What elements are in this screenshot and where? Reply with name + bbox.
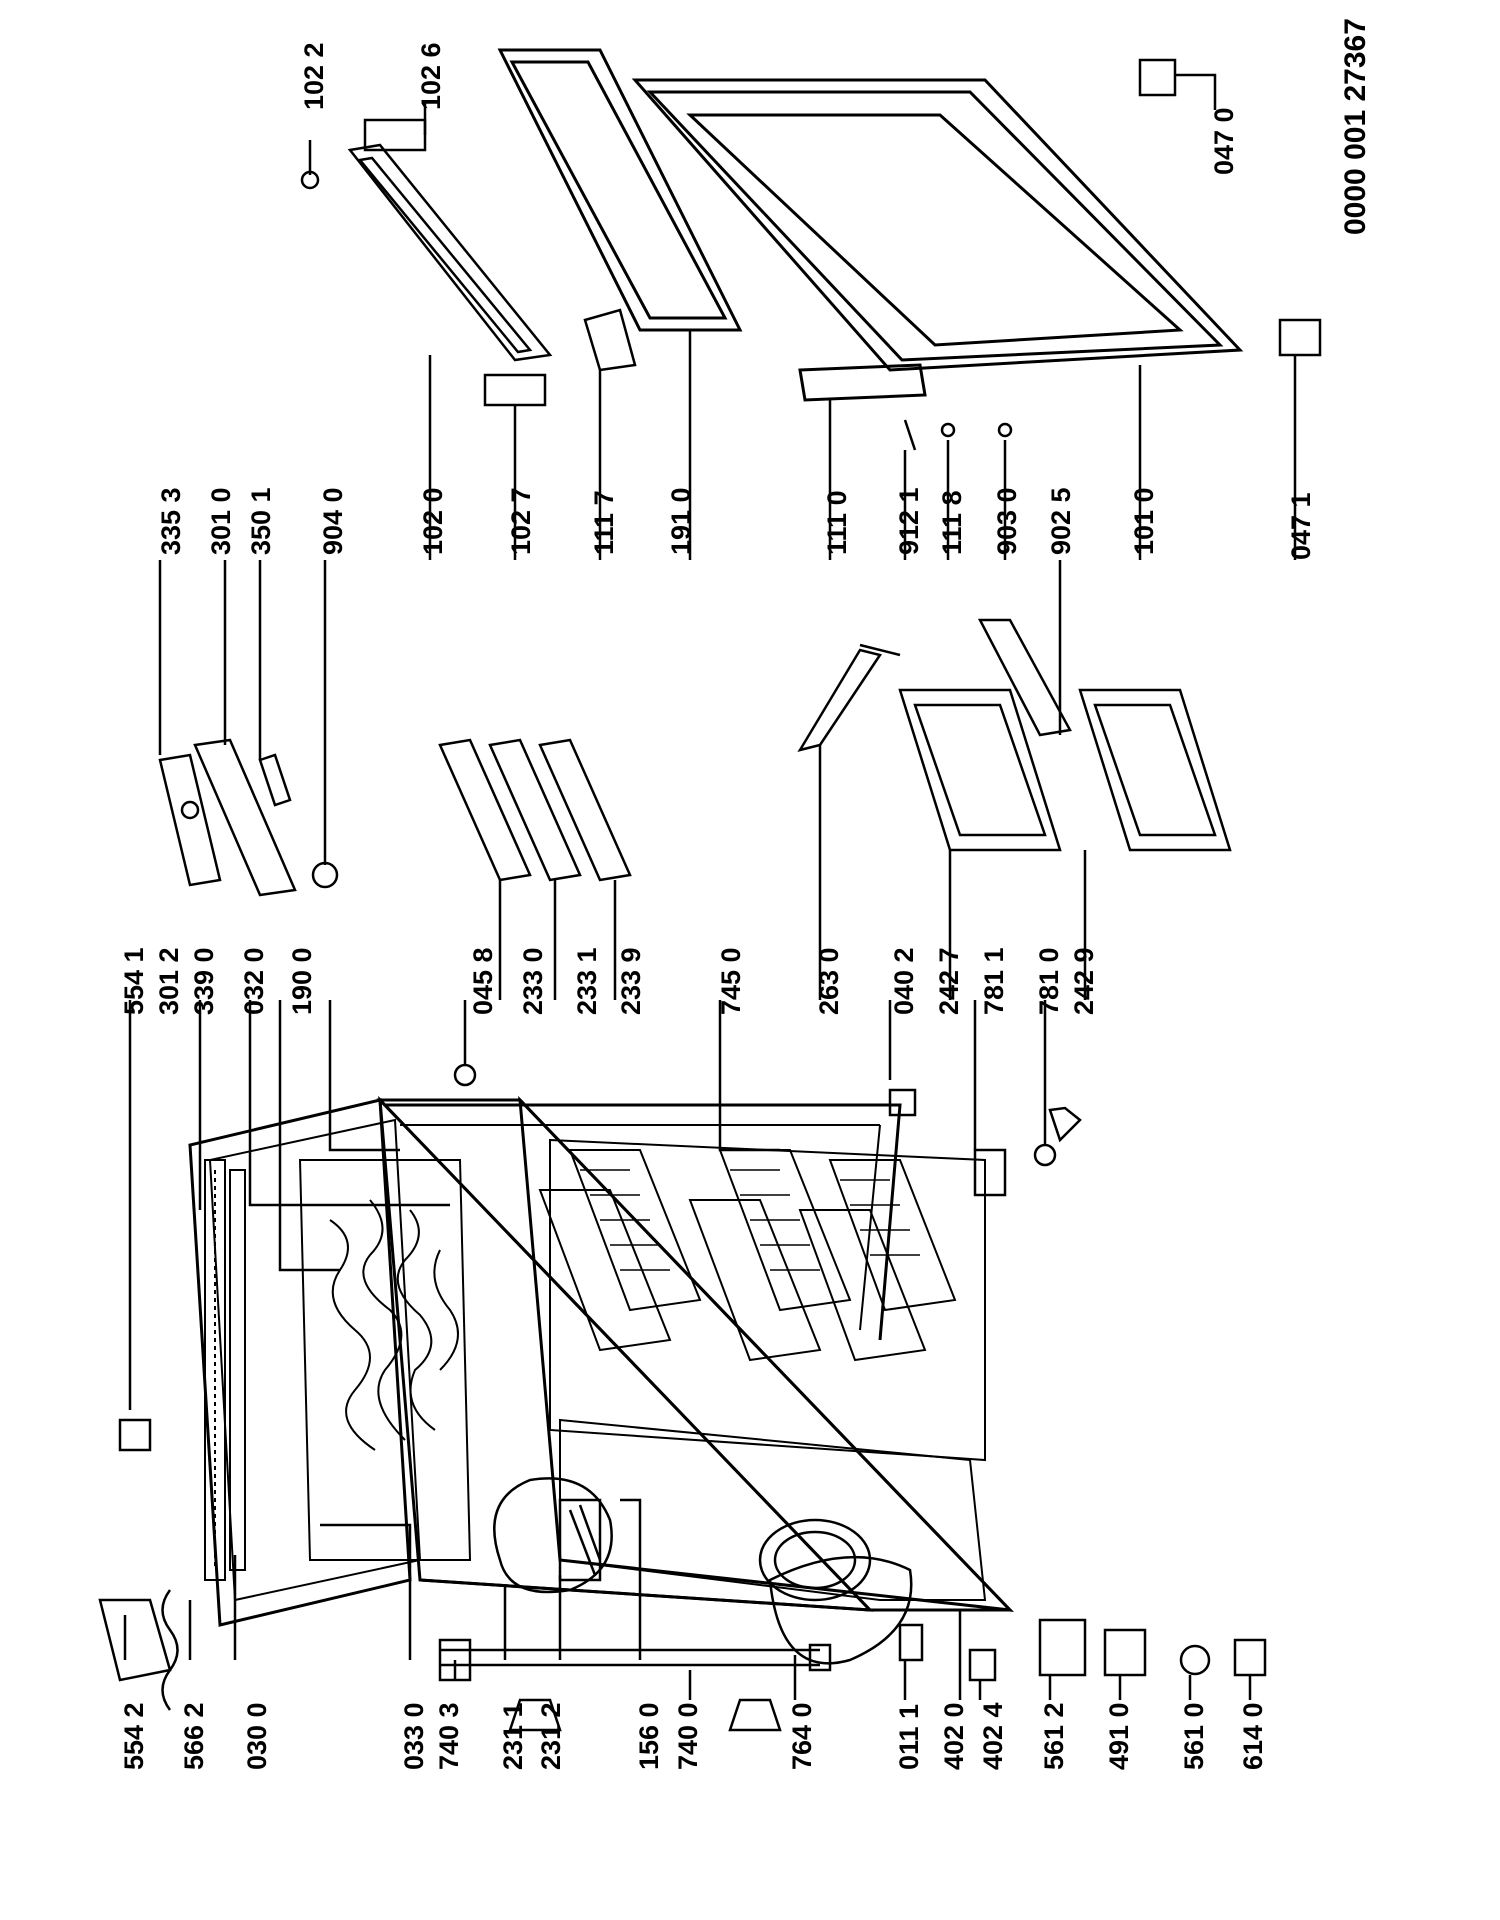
part-402-4 [968, 1648, 997, 1682]
label-402-0: 402 0 [939, 1702, 969, 1770]
label-101-0: 101 0 [1129, 487, 1159, 555]
label-233-0: 233 0 [518, 947, 548, 1015]
label-102-0: 102 0 [418, 487, 448, 555]
label-111-8: 111 8 [937, 490, 967, 555]
label-111-0: 111 0 [822, 490, 852, 555]
part-491-0 [1103, 1628, 1147, 1677]
label-242-9: 242 9 [1069, 947, 1099, 1015]
label-102-7: 102 7 [506, 487, 536, 555]
label-233-1: 233 1 [572, 947, 602, 1015]
label-231-1: 231 1 [498, 1702, 528, 1770]
label-566-2: 566 2 [179, 1702, 209, 1770]
label-335-3: 335 3 [156, 487, 186, 555]
label-231-2: 231 2 [536, 1702, 566, 1770]
part-614-0 [1233, 1638, 1267, 1677]
top-trim-parts [158, 738, 339, 897]
thermostat-housing [493, 1477, 613, 1594]
label-912-1: 912 1 [894, 487, 924, 555]
label-190-0: 190 0 [287, 947, 317, 1015]
part-561-0 [1179, 1644, 1211, 1676]
door-gasket [497, 48, 743, 332]
label-040-2: 040 2 [889, 947, 919, 1015]
label-402-4: 402 4 [978, 1702, 1008, 1770]
label-745-0: 745 0 [716, 947, 746, 1015]
label-233-9: 233 9 [616, 947, 646, 1015]
label-554-2: 554 2 [119, 1702, 149, 1770]
door-shelf-assembly [300, 118, 637, 407]
label-047-0: 047 0 [1209, 107, 1239, 175]
label-047-1: 047 1 [1286, 492, 1316, 560]
door-hardware [888, 58, 1322, 1197]
door-shelves [438, 738, 632, 1087]
crisper-drawers [859, 618, 1232, 852]
label-781-1: 781 1 [979, 947, 1009, 1015]
part-263-0 [797, 648, 883, 752]
label-242-7: 242 7 [934, 947, 964, 1015]
label-156-0: 156 0 [634, 1702, 664, 1770]
part-labels: 554 2 566 2 030 0 033 0 740 3 231 1 231 … [119, 42, 1316, 1770]
door-panel [631, 78, 1244, 402]
wire-shelves [538, 1149, 957, 1362]
label-764-0: 764 0 [787, 1702, 817, 1770]
label-904-0: 904 0 [318, 487, 348, 555]
label-033-0: 033 0 [399, 1702, 429, 1770]
label-045-8: 045 8 [468, 947, 498, 1015]
label-102-2: 102 2 [299, 42, 329, 110]
document-number: 0000 001 27367 [1339, 18, 1372, 235]
label-781-0: 781 0 [1034, 947, 1064, 1015]
freezer-compartment-cover [298, 1159, 472, 1561]
label-301-2: 301 2 [154, 947, 184, 1015]
label-191-0: 191 0 [666, 487, 696, 555]
leader-lines [123, 73, 1297, 1700]
label-350-1: 350 1 [246, 487, 276, 555]
label-339-0: 339 0 [189, 947, 219, 1015]
label-263-0: 263 0 [814, 947, 844, 1015]
label-301-0: 301 0 [206, 487, 236, 555]
small-parts-top-left [98, 1418, 179, 1711]
small-parts-bottom [898, 1618, 1267, 1682]
label-491-0: 491 0 [1104, 1702, 1134, 1770]
label-561-0: 561 0 [1179, 1702, 1209, 1770]
label-111-7: 111 7 [589, 490, 619, 555]
control-panel-strip [204, 1159, 246, 1581]
part-561-2 [1038, 1618, 1087, 1677]
label-032-0: 032 0 [239, 947, 269, 1015]
part-011-1 [898, 1623, 924, 1662]
label-614-0: 614 0 [1238, 1702, 1268, 1770]
label-903-0: 903 0 [992, 487, 1022, 555]
label-740-0: 740 0 [673, 1702, 703, 1770]
label-561-2: 561 2 [1039, 1702, 1069, 1770]
label-740-3: 740 3 [434, 1702, 464, 1770]
label-102-6: 102 6 [416, 42, 446, 110]
label-554-1: 554 1 [119, 947, 149, 1015]
drain-tube [438, 1638, 832, 1732]
label-011-1: 011 1 [894, 1704, 924, 1770]
label-902-5: 902 5 [1046, 487, 1076, 555]
label-030-0: 030 0 [242, 1702, 272, 1770]
